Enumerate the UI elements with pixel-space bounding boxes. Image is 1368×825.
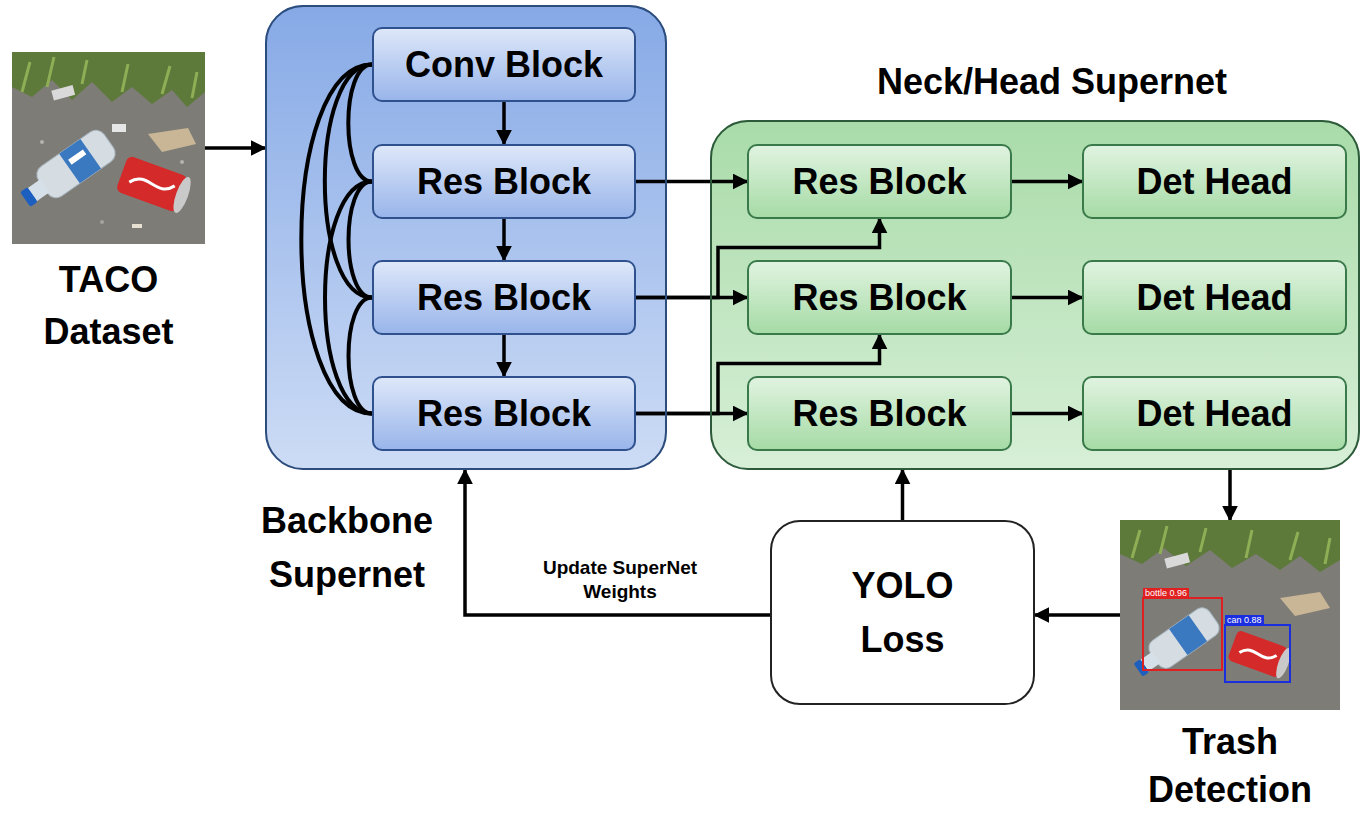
grass [12, 52, 205, 107]
litter-bit [1164, 553, 1190, 569]
cardboard [1280, 592, 1330, 616]
skip-connection [349, 182, 372, 298]
supernet-container: Backbone SupernetConv BlockRes BlockRes … [265, 5, 667, 470]
litter-bit [112, 124, 126, 132]
asphalt [12, 52, 205, 244]
flow-arrow [502, 335, 506, 376]
block-box: Res Block [372, 260, 636, 335]
node-heading: Neck/Head Supernet [742, 60, 1362, 104]
image-node: TACO Dataset [12, 52, 205, 244]
grit [40, 140, 44, 144]
bounding-box [1225, 625, 1290, 682]
flow-arrow [1228, 470, 1232, 520]
node-heading: Backbone Supernet [247, 494, 447, 602]
block-label: Res Block [417, 160, 591, 203]
block-label: Det Head [1136, 276, 1292, 319]
node-heading: Trash Detection [1120, 718, 1340, 814]
neck-fill [710, 120, 1360, 470]
flow-arrow [1012, 180, 1082, 184]
cigarette [132, 224, 142, 228]
flow-arrow [636, 180, 747, 184]
bounding-box [1143, 598, 1222, 670]
flow-arrow [1035, 613, 1120, 617]
block-label: YOLO Loss [833, 559, 973, 667]
block-label: Conv Block [405, 43, 603, 86]
loss-box: YOLO Loss [770, 520, 1035, 705]
backbone-fill [265, 5, 667, 470]
grass [1120, 520, 1340, 572]
flow-arrow [1012, 296, 1082, 300]
detection-label: can 0.88 [1225, 615, 1264, 625]
bottle [15, 126, 119, 214]
flow-arrow [901, 470, 905, 520]
block-label: Res Block [792, 276, 966, 319]
grit [100, 220, 104, 224]
edge-label: Update SuperNet Weights [515, 556, 725, 604]
block-box: Det Head [1082, 376, 1347, 451]
block-box: Res Block [372, 144, 636, 219]
block-label: Res Block [417, 276, 591, 319]
block-box: Det Head [1082, 144, 1347, 219]
block-box: Res Block [747, 376, 1012, 451]
can [1227, 630, 1293, 680]
block-label: Det Head [1136, 160, 1292, 203]
litter-bit [51, 85, 75, 100]
block-box: Det Head [1082, 260, 1347, 335]
skip-connection [348, 65, 372, 182]
skip-connection [301, 65, 372, 414]
flow-arrow [1012, 412, 1082, 416]
flow-arrow [502, 102, 506, 144]
block-label: Res Block [417, 392, 591, 435]
detection-label: bottle 0.96 [1143, 588, 1189, 598]
litter-photo [12, 52, 205, 244]
grass-blades [1132, 526, 1330, 564]
grit [180, 160, 184, 164]
block-label: Res Block [792, 160, 966, 203]
block-label: Res Block [792, 392, 966, 435]
asphalt [1120, 520, 1340, 710]
block-box: Res Block [747, 260, 1012, 335]
flow-arrow [465, 470, 770, 615]
block-box: Res Block [747, 144, 1012, 219]
skip-connection [349, 298, 372, 414]
can [115, 155, 194, 215]
supernet-container: Neck/Head SupernetRes BlockDet HeadRes B… [710, 120, 1360, 470]
block-label: Det Head [1136, 392, 1292, 435]
block-box: Conv Block [372, 27, 636, 102]
skip-connection [325, 182, 372, 414]
cardboard [148, 128, 196, 152]
grass-blades [22, 57, 197, 98]
flow-arrow [502, 219, 506, 260]
node-heading: TACO Dataset [12, 254, 205, 358]
block-box: Res Block [372, 376, 636, 451]
flow-arrow [205, 146, 265, 150]
image-node: Trash Detectionbottle 0.96can 0.88 [1120, 520, 1340, 710]
